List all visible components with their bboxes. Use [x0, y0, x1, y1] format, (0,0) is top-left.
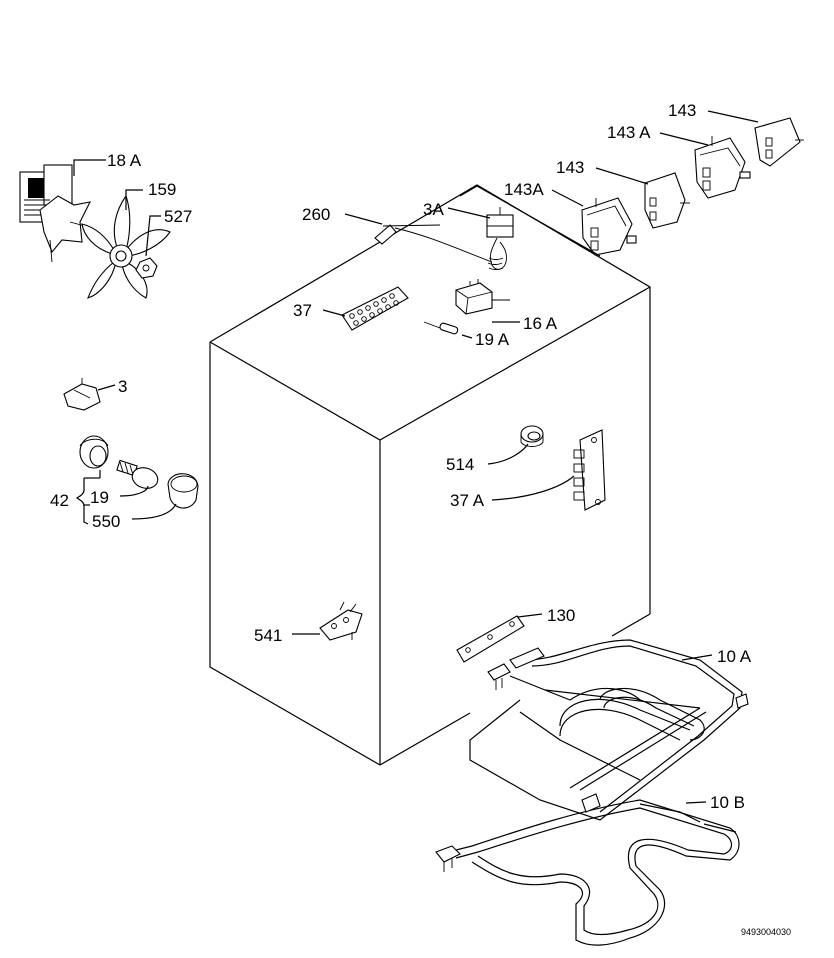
leader-lines	[73, 110, 759, 804]
label-143-middle: 143	[556, 158, 584, 177]
switch-143A-upper	[694, 136, 751, 199]
switch-143-middle	[644, 172, 690, 229]
lamp-holder-42	[79, 435, 109, 469]
nut-527	[135, 257, 158, 279]
label-130: 130	[547, 606, 575, 625]
lamp-fitting-514	[520, 425, 544, 447]
lamp-cover-550	[167, 473, 199, 509]
label-159: 159	[148, 180, 176, 199]
fuse-19A	[423, 321, 459, 335]
label-550: 550	[92, 512, 120, 531]
thermostat-16A	[455, 279, 510, 315]
terminal-block-37	[341, 286, 409, 331]
heating-element-10B	[435, 793, 740, 946]
label-16A: 16 A	[523, 314, 558, 333]
hinge-541	[319, 601, 363, 641]
label-541: 541	[254, 626, 282, 645]
terminal-plate-130	[456, 615, 525, 663]
lamp-group-bracket	[75, 470, 101, 525]
label-19: 19	[90, 488, 109, 507]
switch-143-top	[754, 117, 804, 167]
label-18A: 18 A	[107, 151, 142, 170]
label-10B: 10 B	[710, 793, 745, 812]
label-527: 527	[164, 207, 192, 226]
oven-cavity-box	[209, 184, 651, 766]
thermostat-3A	[459, 185, 601, 270]
part-labels: 143 143 A 143 143A 3A 260 18 A 159 527 3…	[50, 101, 791, 937]
label-37A: 37 A	[450, 491, 485, 510]
label-143-top: 143	[668, 101, 696, 120]
label-514: 514	[446, 455, 474, 474]
label-19A: 19 A	[475, 330, 510, 349]
lamp-clip-3	[63, 378, 101, 411]
fan-motor-18A	[19, 164, 93, 263]
lamp-bulb-19	[116, 459, 159, 489]
heating-element-10A	[469, 639, 749, 821]
label-143A-upper: 143 A	[607, 123, 651, 142]
switch-143A-lower	[581, 197, 637, 256]
label-3: 3	[118, 377, 127, 396]
fan-blade-159	[81, 194, 171, 299]
drawing-code: 9493004030	[741, 927, 791, 937]
sensor-260	[374, 224, 493, 263]
terminal-strip-37A	[573, 429, 606, 511]
label-143A-lower: 143A	[504, 180, 544, 199]
label-3A: 3A	[423, 200, 444, 219]
label-260: 260	[302, 205, 330, 224]
label-37: 37	[293, 301, 312, 320]
label-10A: 10 A	[717, 647, 752, 666]
label-42: 42	[50, 491, 69, 510]
